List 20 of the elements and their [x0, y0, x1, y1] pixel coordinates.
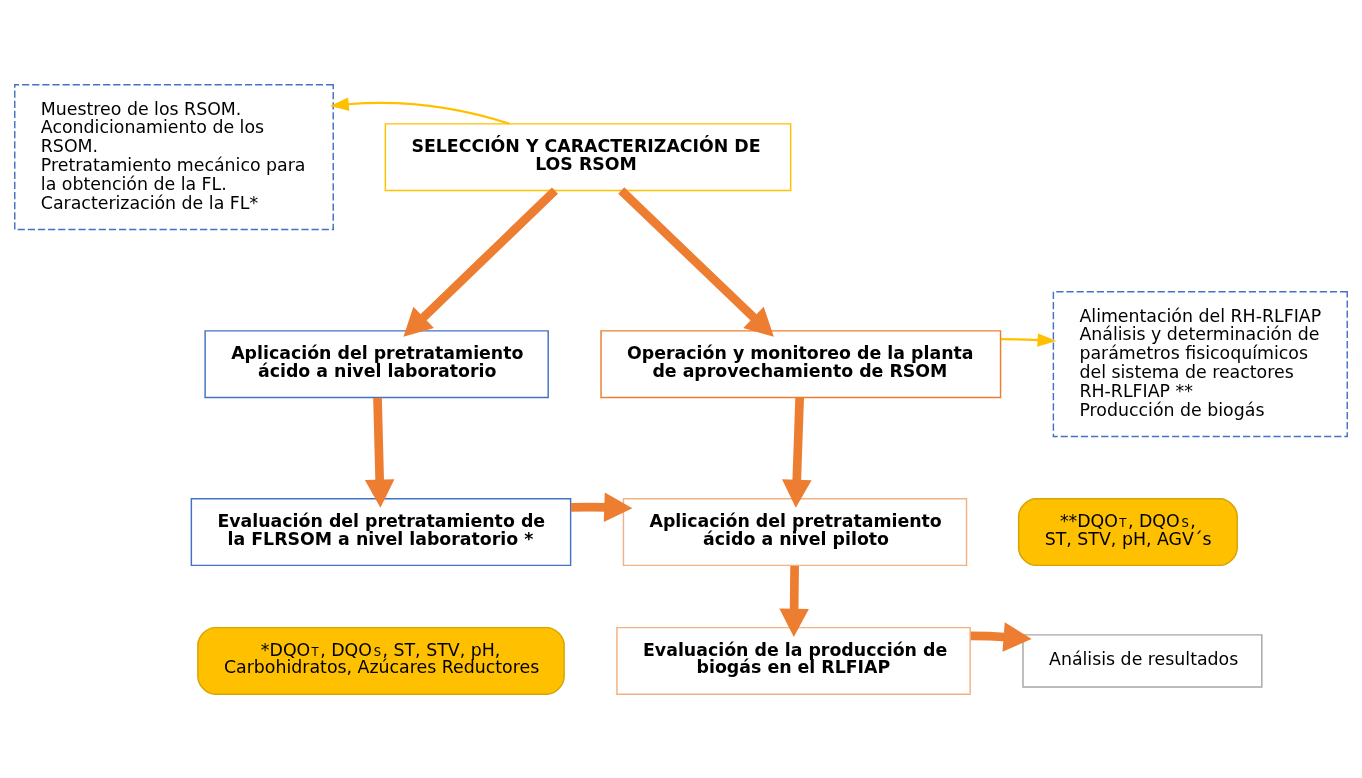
node-box: Análisis de resultados: [1022, 633, 1263, 688]
arrow: [782, 397, 812, 508]
node-box: SELECCIÓN Y CARACTERIZACIÓN DE LOS RSOM: [384, 122, 792, 191]
node-box: **DQOT, DQOS, ST, STV, pH, AGV´s: [1017, 497, 1238, 566]
node-box: Operación y monitoreo de la planta de aprovechamiento de RSOM: [600, 329, 1002, 398]
node-box: Aplicación del pretratamiento ácido a nivel piloto: [622, 497, 968, 566]
arrow: [364, 397, 395, 508]
arrow: [779, 565, 809, 637]
node-box: Muestreo de los RSOM. Acondicionamiento de los RSOM. Pretratamiento mecánico para la obtención de la FL. Caracterización de la FL*: [14, 83, 334, 230]
node-box: *DQOT, DQOS, ST, STV, pH, Carbohidratos, Azúcares Reductores: [197, 626, 565, 695]
arrow: [1000, 332, 1057, 347]
arrow: [570, 491, 633, 522]
node-box: Evaluación del pretratamiento de la FLRSOM a nivel laboratorio *: [190, 497, 572, 566]
arrow: [618, 186, 774, 337]
arrow: [970, 621, 1032, 652]
node-box: Evaluación de la producción de biogás en el RLFIAP: [616, 626, 971, 695]
arrow: [403, 186, 558, 337]
arrow: [330, 97, 510, 125]
node-box: Alimentación del RH-RLFIAP Análisis y determinación de parámetros fisicoquímicos del sistema de reactores RH-RLFIAP ** Producción de biogás: [1052, 290, 1348, 437]
node-box: Aplicación del pretratamiento ácido a nivel laboratorio: [204, 329, 549, 398]
